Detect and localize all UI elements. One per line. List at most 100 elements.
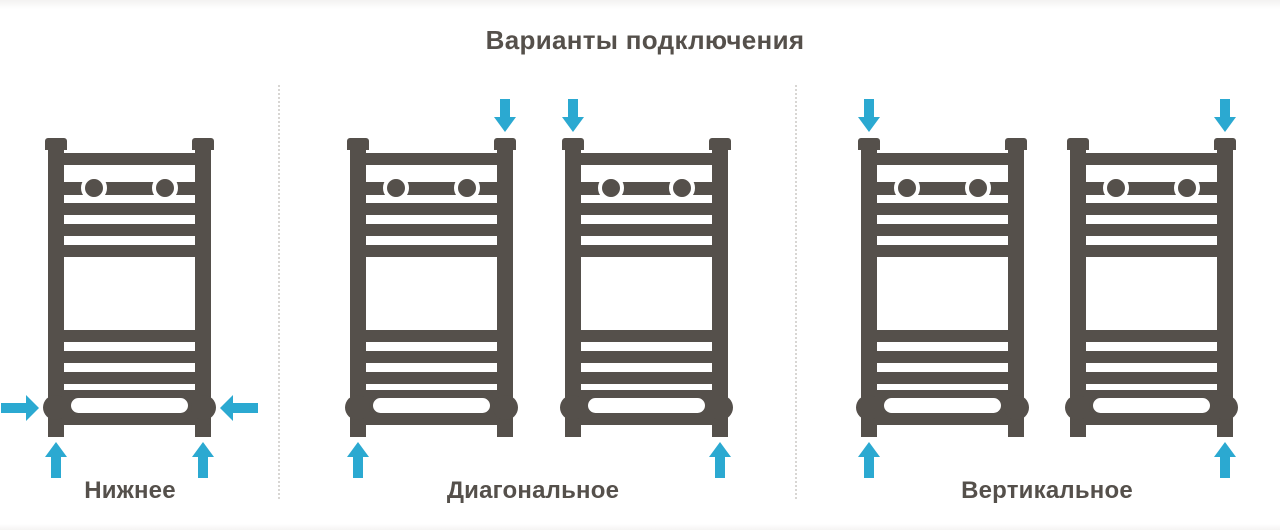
- photo-edge-top: [0, 0, 1280, 9]
- radiator-rung: [867, 153, 1018, 165]
- post-cap: [494, 138, 516, 150]
- wall-bracket-icon: [1103, 175, 1129, 201]
- collector-highlight: [588, 398, 705, 413]
- wall-bracket-icon: [894, 175, 920, 201]
- radiator-diagonal-connection-1: [345, 99, 518, 478]
- post-cap: [709, 138, 731, 150]
- section-divider: [795, 85, 797, 499]
- radiator-post-right: [494, 138, 516, 437]
- flow-arrow-in-left-icon: [1, 395, 39, 421]
- radiator-rung: [571, 330, 722, 342]
- radiator-rung: [356, 330, 507, 342]
- radiator-rung: [571, 351, 722, 363]
- radiator-bottom-connection: [1, 138, 258, 478]
- flow-arrow-in-right-icon: [220, 395, 258, 421]
- flow-arrow-down-right-icon: [1214, 99, 1236, 132]
- radiator-post-right: [1005, 138, 1027, 437]
- page-title: Варианты подключения: [485, 25, 805, 55]
- wall-bracket-icon: [383, 175, 409, 201]
- wall-bracket-icon: [598, 175, 624, 201]
- connection-node-left: [43, 395, 68, 420]
- radiator-post-right: [709, 138, 731, 437]
- radiator-rung: [356, 182, 507, 195]
- flow-arrow-up-left-icon: [858, 442, 880, 478]
- radiator-rung: [54, 203, 205, 215]
- connection-node-left: [856, 395, 881, 420]
- radiator-post-left: [347, 138, 369, 437]
- radiator-rung: [1076, 245, 1227, 257]
- radiator-rung: [571, 372, 722, 384]
- radiator-rung: [1076, 351, 1227, 363]
- connection-node-left: [345, 395, 370, 420]
- radiator-post-right: [192, 138, 214, 437]
- post-cap: [562, 138, 584, 150]
- connection-node-right: [1004, 395, 1029, 420]
- radiator-rung: [356, 153, 507, 165]
- post-cap: [192, 138, 214, 150]
- radiator-rung: [54, 351, 205, 363]
- wall-bracket-icon: [669, 175, 695, 201]
- radiator-rung: [867, 330, 1018, 342]
- radiator-rung: [54, 330, 205, 342]
- radiator-rung: [867, 351, 1018, 363]
- flow-arrow-up-left-icon: [45, 442, 67, 478]
- wall-bracket-icon: [1174, 175, 1200, 201]
- radiator-rung: [54, 372, 205, 384]
- post-cap: [347, 138, 369, 150]
- collector-highlight: [71, 398, 188, 413]
- connection-node-right: [493, 395, 518, 420]
- radiator-rung: [356, 224, 507, 236]
- wall-bracket-icon: [965, 175, 991, 201]
- connection-node-left: [560, 395, 585, 420]
- flow-arrow-down-right-icon: [494, 99, 516, 132]
- post-cap: [1214, 138, 1236, 150]
- flow-arrow-up-right-icon: [709, 442, 731, 478]
- section-label-vertical: Вертикальное: [961, 477, 1133, 504]
- radiator-rung: [356, 203, 507, 215]
- post-cap: [1005, 138, 1027, 150]
- radiator-diagonal-connection-2: [560, 99, 733, 478]
- radiator-rung: [54, 224, 205, 236]
- radiator-rung: [867, 245, 1018, 257]
- radiator-rung: [571, 203, 722, 215]
- radiator-rung: [1076, 372, 1227, 384]
- photo-edge-bottom: [0, 524, 1280, 530]
- section-label-diagonal: Диагональное: [446, 477, 620, 504]
- post-cap: [45, 138, 67, 150]
- radiator-rung: [1076, 224, 1227, 236]
- post-cap: [1067, 138, 1089, 150]
- flow-arrow-down-left-icon: [562, 99, 584, 132]
- flow-arrow-down-left-icon: [858, 99, 880, 132]
- post-cap: [858, 138, 880, 150]
- radiator-rung: [867, 224, 1018, 236]
- section-divider: [278, 85, 280, 499]
- radiator-rung: [867, 372, 1018, 384]
- collector-highlight: [1093, 398, 1210, 413]
- radiator-rung: [54, 153, 205, 165]
- radiator-post-left: [858, 138, 880, 437]
- section-label-bottom: Нижнее: [84, 477, 176, 504]
- radiator-rung: [571, 153, 722, 165]
- radiator-rung: [1076, 153, 1227, 165]
- radiator-post-left: [562, 138, 584, 437]
- radiator-post-right: [1214, 138, 1236, 437]
- radiator-rung: [571, 224, 722, 236]
- radiator-vertical-connection-2: [1065, 99, 1238, 478]
- radiator-rung: [571, 245, 722, 257]
- radiator-rung: [54, 245, 205, 257]
- flow-arrow-up-right-icon: [192, 442, 214, 478]
- radiator-rung: [1076, 330, 1227, 342]
- radiator-rung: [1076, 203, 1227, 215]
- flow-arrow-up-right-icon: [1214, 442, 1236, 478]
- radiator-rung: [356, 351, 507, 363]
- collector-highlight: [373, 398, 490, 413]
- wall-bracket-icon: [81, 175, 107, 201]
- radiator-rung: [867, 182, 1018, 195]
- radiator-rung: [1076, 182, 1227, 195]
- radiator-post-left: [45, 138, 67, 437]
- connection-node-left: [1065, 395, 1090, 420]
- collector-highlight: [884, 398, 1001, 413]
- flow-arrow-up-left-icon: [347, 442, 369, 478]
- connection-node-right: [1213, 395, 1238, 420]
